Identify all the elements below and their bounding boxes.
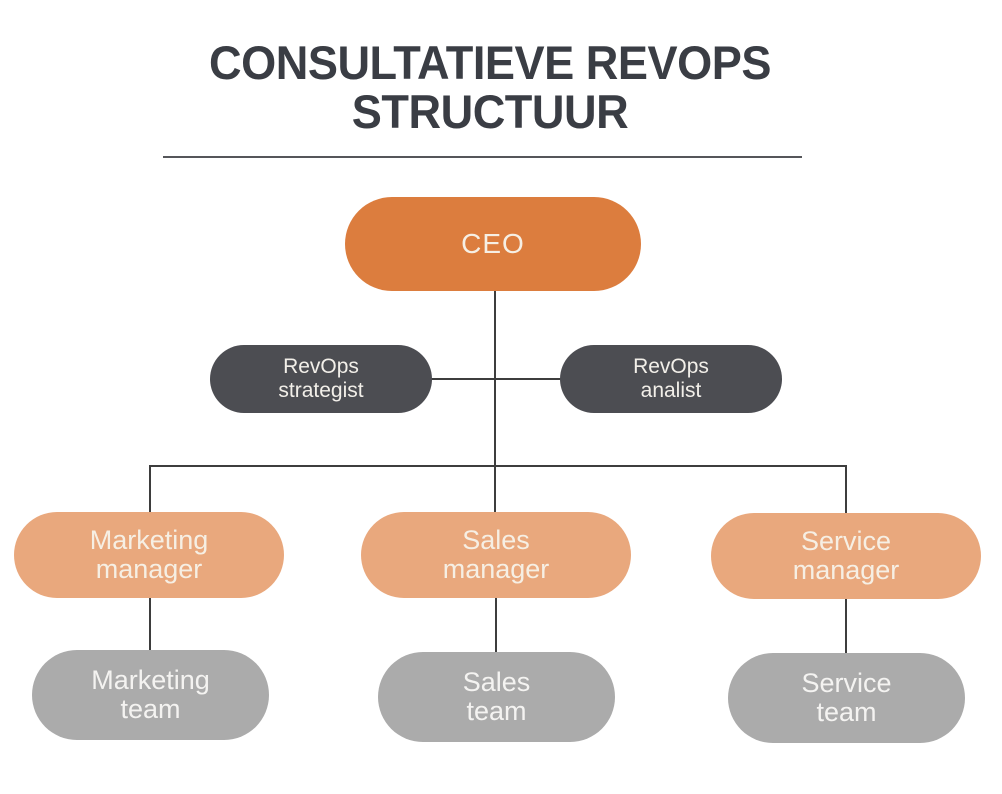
node-ceo: CEO bbox=[345, 197, 641, 291]
chart-title: CONSULTATIEVE REVOPS STRUCTUUR bbox=[20, 38, 961, 136]
node-marketing-manager: Marketing manager bbox=[14, 512, 284, 598]
connector-managers-horizontal bbox=[149, 465, 847, 467]
node-label: Marketing bbox=[89, 525, 209, 555]
node-label: Service bbox=[800, 526, 892, 556]
node-label: team bbox=[466, 696, 527, 726]
node-marketing-team: Marketing team bbox=[32, 650, 269, 740]
node-service-manager: Service manager bbox=[711, 513, 981, 599]
connector-marketing-team-link bbox=[149, 598, 151, 651]
node-label: Service bbox=[801, 668, 892, 698]
connector-service-drop bbox=[845, 465, 847, 514]
node-label: team bbox=[120, 694, 181, 724]
node-revops-analist: RevOps analist bbox=[560, 345, 782, 413]
node-label: analist bbox=[640, 379, 702, 402]
node-label: manager bbox=[95, 554, 203, 584]
node-label: RevOps bbox=[283, 355, 359, 378]
chart-title-line1: CONSULTATIEVE REVOPS bbox=[209, 36, 771, 89]
node-label: Sales bbox=[462, 667, 531, 697]
node-label: manager bbox=[442, 554, 550, 584]
node-service-team: Service team bbox=[728, 653, 965, 743]
node-sales-manager: Sales manager bbox=[361, 512, 631, 598]
connector-staff-horizontal bbox=[430, 378, 562, 380]
chart-title-line2: STRUCTUUR bbox=[351, 85, 629, 138]
connector-service-team-link bbox=[845, 599, 847, 654]
node-label: Sales bbox=[462, 525, 530, 555]
node-label: CEO bbox=[461, 228, 525, 259]
node-label: strategist bbox=[278, 379, 364, 402]
node-sales-team: Sales team bbox=[378, 652, 615, 742]
connector-marketing-drop bbox=[149, 465, 151, 513]
node-label: team bbox=[816, 697, 877, 727]
connector-sales-team-link bbox=[495, 598, 497, 653]
node-label: Marketing bbox=[91, 665, 210, 695]
node-revops-strategist: RevOps strategist bbox=[210, 345, 432, 413]
node-label: manager bbox=[792, 555, 900, 585]
node-label: RevOps bbox=[633, 355, 709, 378]
title-underline bbox=[163, 156, 802, 158]
connector-ceo-vertical bbox=[494, 289, 496, 513]
